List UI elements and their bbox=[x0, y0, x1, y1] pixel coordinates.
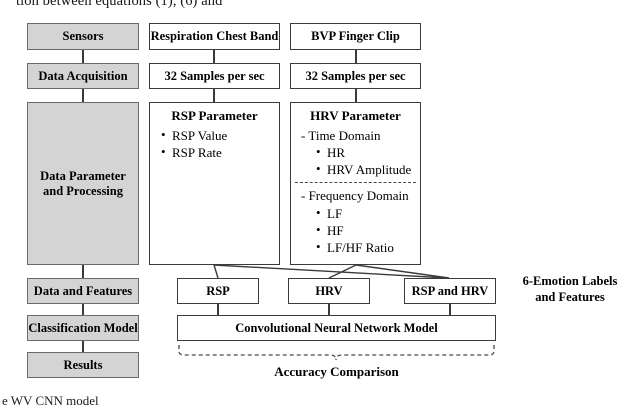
parameter-panel-rsp-title: RSP Parameter bbox=[171, 108, 258, 123]
stage-box-classification-model-label: Classification Model bbox=[28, 320, 138, 335]
page-body-text-top: tion between equations (1), (6) and bbox=[16, 0, 223, 9]
group-heading: - Frequency Domain bbox=[301, 188, 409, 204]
connector-classification-to-results bbox=[82, 341, 84, 352]
list-item: RSP Rate bbox=[158, 143, 279, 161]
feature-box-hrv[interactable]: HRV bbox=[288, 278, 370, 304]
feature-box-rsp-label: RSP bbox=[206, 283, 230, 298]
connector-processing-to-features bbox=[82, 265, 84, 278]
list-item: HR bbox=[299, 143, 420, 161]
panel-divider-dashed bbox=[295, 182, 416, 184]
parameter-panel-hrv-frequency-domain: - Frequency Domain LF HF LF/HF Ratio bbox=[291, 187, 420, 256]
connector-rsp-to-cnn bbox=[217, 304, 219, 315]
list-item: HRV Amplitude bbox=[299, 160, 420, 178]
parameter-panel-hrv-time-domain: - Time Domain HR HRV Amplitude bbox=[291, 127, 420, 178]
stage-box-data-acquisition[interactable]: Data Acquisition bbox=[27, 63, 139, 89]
sensor-box-respiration-chest-band[interactable]: Respiration Chest Band bbox=[149, 23, 280, 50]
list-item: LF bbox=[299, 204, 420, 222]
sampling-box-rsp[interactable]: 32 Samples per sec bbox=[149, 63, 280, 89]
sampling-box-rsp-label: 32 Samples per sec bbox=[164, 68, 265, 83]
stage-box-data-and-features-label: Data and Features bbox=[33, 283, 133, 298]
stage-box-sensors-label: Sensors bbox=[62, 29, 104, 44]
stage-box-classification-model[interactable]: Classification Model bbox=[27, 315, 139, 341]
connector-diagonal-rsp-param-to-rsp-and-hrv bbox=[213, 264, 449, 279]
parameter-panel-rsp[interactable]: RSP Parameter RSP Value RSP Rate bbox=[149, 102, 280, 265]
stage-box-data-acquisition-label: Data Acquisition bbox=[38, 68, 128, 83]
side-label-emotion-labels: 6-Emotion Labels and Features bbox=[503, 274, 637, 305]
figure-caption-bottom: e WV CNN model bbox=[2, 393, 99, 408]
stage-box-data-parameter-and-processing-label: Data Parameter and Processing bbox=[40, 169, 126, 198]
parameter-panel-rsp-list: RSP Value RSP Rate bbox=[150, 126, 279, 161]
sampling-box-hrv-label: 32 Samples per sec bbox=[305, 68, 406, 83]
connector-diagonal-hrv-param-to-rsp-and-hrv bbox=[355, 264, 450, 279]
stage-box-results-label: Results bbox=[63, 357, 103, 372]
connector-rsp-sampling-to-parameter bbox=[213, 89, 215, 102]
side-label-line-2: and Features bbox=[535, 289, 605, 304]
model-box-cnn-label: Convolutional Neural Network Model bbox=[235, 320, 438, 335]
side-label-line-1: 6-Emotion Labels bbox=[522, 274, 618, 288]
connector-features-to-classification bbox=[82, 304, 84, 315]
connector-sensors-to-acquisition bbox=[82, 50, 84, 63]
connector-hrv-to-cnn bbox=[328, 304, 330, 315]
stage-box-sensors[interactable]: Sensors bbox=[27, 23, 139, 50]
connector-diagonal-hrv-param-to-hrv bbox=[328, 264, 357, 279]
stage-box-data-and-features[interactable]: Data and Features bbox=[27, 278, 139, 304]
connector-hrv-sampling-to-parameter bbox=[355, 89, 357, 102]
list-item: LF/HF Ratio bbox=[299, 238, 420, 256]
connector-rsp-and-hrv-to-cnn bbox=[449, 304, 451, 315]
feature-box-hrv-label: HRV bbox=[315, 283, 343, 298]
model-box-cnn[interactable]: Convolutional Neural Network Model bbox=[177, 315, 496, 341]
bottom-label-accuracy-comparison: Accuracy Comparison bbox=[274, 364, 399, 379]
sampling-box-hrv[interactable]: 32 Samples per sec bbox=[290, 63, 421, 89]
list-item: RSP Value bbox=[158, 126, 279, 144]
sensor-box-bvp-finger-clip-label: BVP Finger Clip bbox=[311, 29, 400, 44]
list-item: HF bbox=[299, 221, 420, 239]
brace-dashed-left bbox=[178, 345, 337, 361]
brace-dashed-right bbox=[335, 345, 495, 361]
sensor-box-respiration-chest-band-label: Respiration Chest Band bbox=[150, 29, 279, 44]
group-heading: - Time Domain bbox=[301, 127, 381, 143]
connector-rsp-sensor-to-sampling bbox=[213, 50, 215, 63]
feature-box-rsp-and-hrv[interactable]: RSP and HRV bbox=[404, 278, 496, 304]
parameter-panel-hrv[interactable]: HRV Parameter - Time Domain HR HRV Ampli… bbox=[290, 102, 421, 265]
connector-hrv-sensor-to-sampling bbox=[355, 50, 357, 63]
sensor-box-bvp-finger-clip[interactable]: BVP Finger Clip bbox=[290, 23, 421, 50]
parameter-panel-hrv-title: HRV Parameter bbox=[310, 108, 401, 123]
feature-box-rsp-and-hrv-label: RSP and HRV bbox=[411, 283, 489, 298]
stage-box-data-parameter-and-processing[interactable]: Data Parameter and Processing bbox=[27, 102, 139, 265]
feature-box-rsp[interactable]: RSP bbox=[177, 278, 259, 304]
connector-acquisition-to-processing bbox=[82, 89, 84, 102]
connector-diagonal-rsp-param-to-rsp bbox=[213, 264, 219, 279]
stage-box-results[interactable]: Results bbox=[27, 352, 139, 378]
